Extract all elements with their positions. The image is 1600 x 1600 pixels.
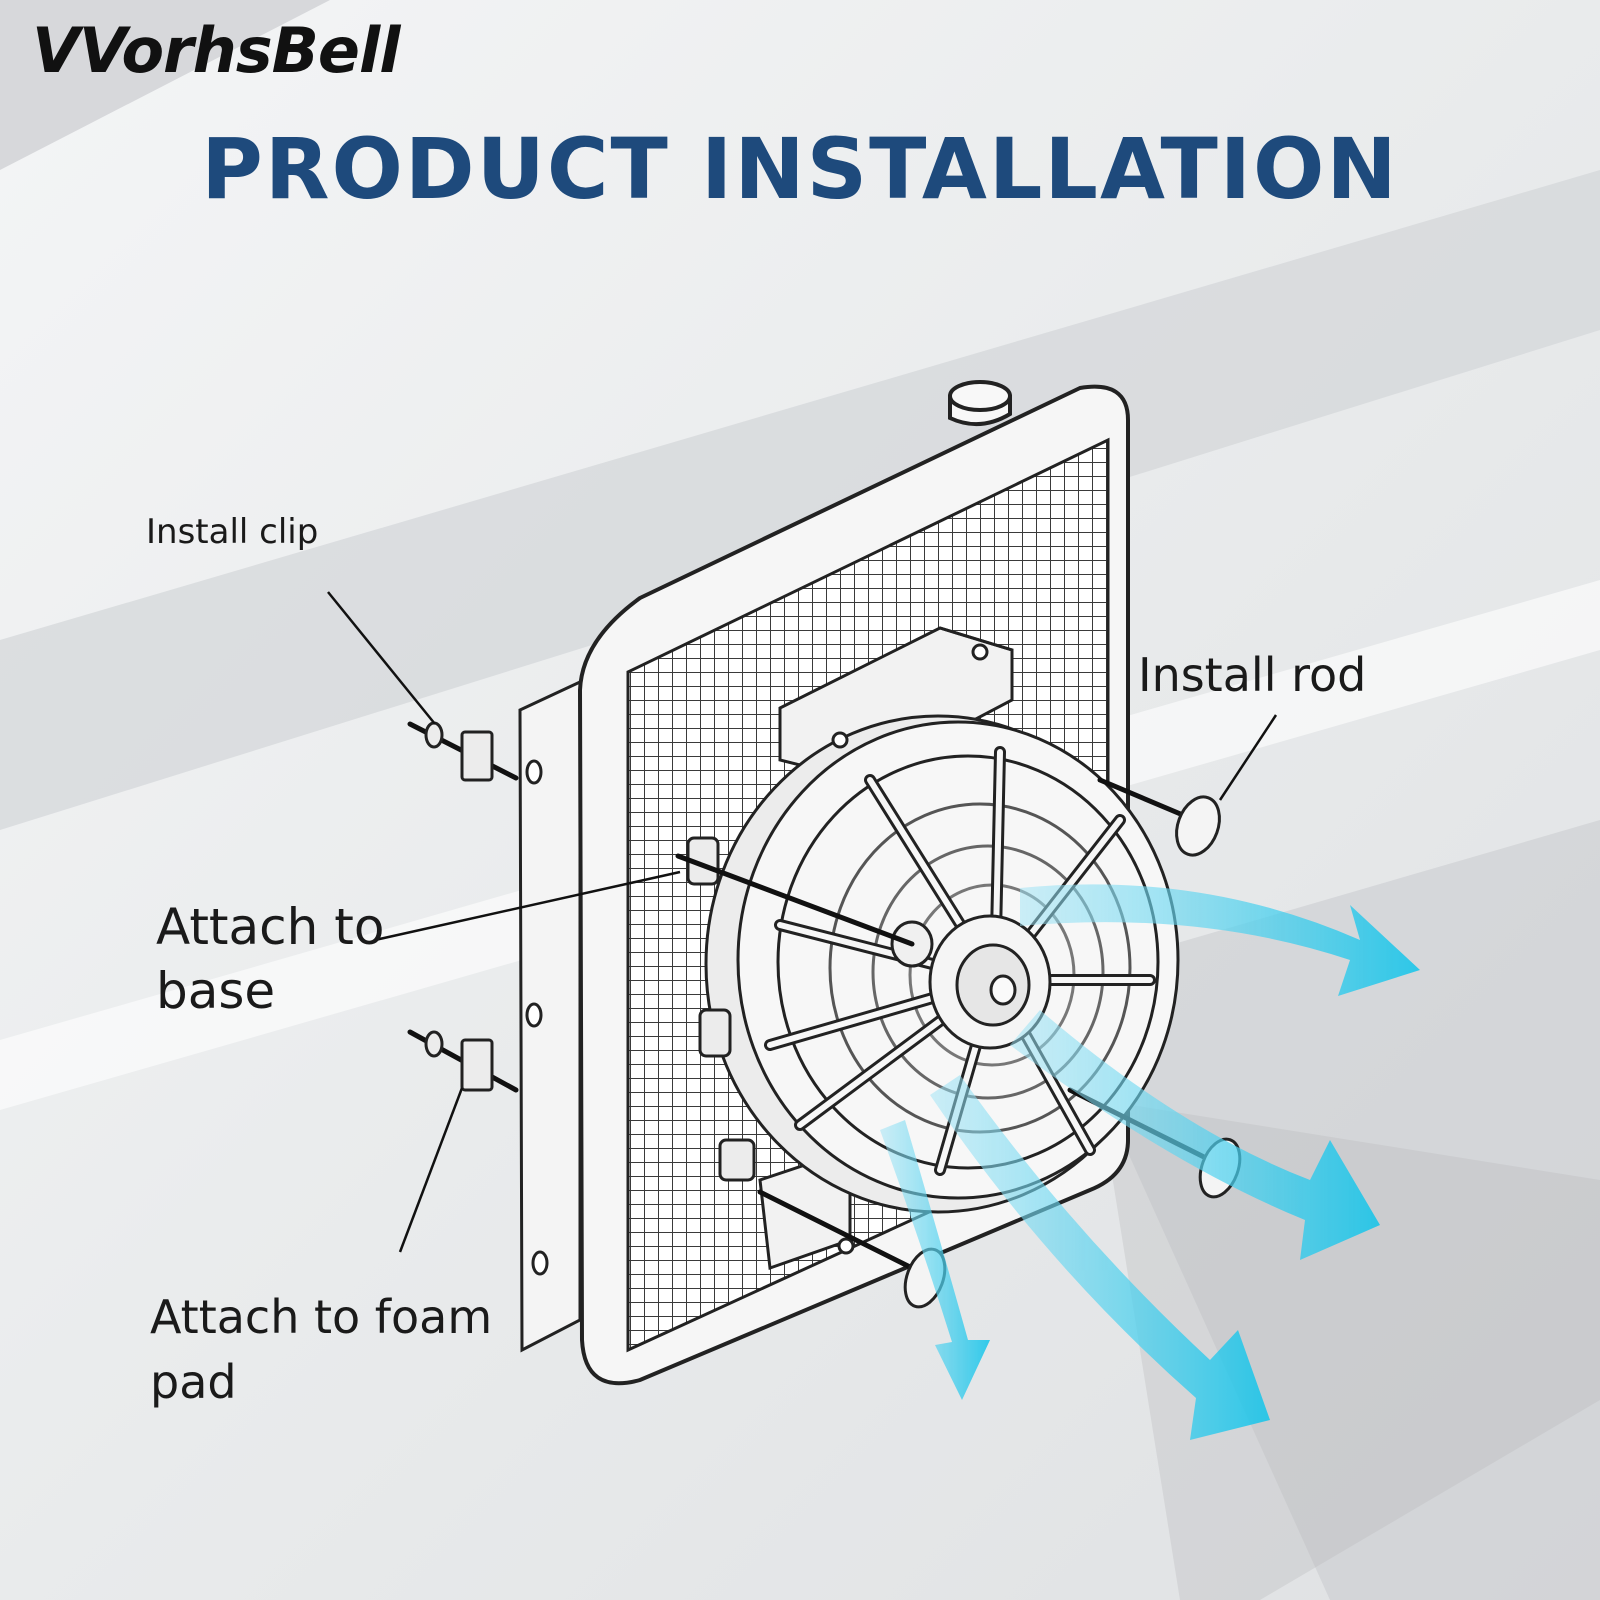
callout-install-rod: Install rod — [1138, 648, 1367, 702]
fan-hub — [890, 914, 1052, 1050]
callout-attach-to-foam-pad: Attach to foam pad — [150, 1290, 493, 1410]
airflow-arrow-icon — [1010, 1010, 1380, 1260]
shroud-clips — [686, 643, 989, 1255]
brand-logo: VVorhsBell — [32, 14, 400, 87]
install-clips — [424, 721, 494, 1092]
radiator-cap — [948, 380, 1012, 427]
callout-install-clip: Install clip — [146, 512, 319, 552]
airflow-arrow-icon — [930, 1075, 1270, 1440]
page-title: PRODUCT INSTALLATION — [201, 120, 1399, 218]
leader-lines — [327, 591, 1278, 1253]
callout-attach-to-base: Attach to base — [156, 898, 385, 1020]
airflow-arrows — [880, 884, 1420, 1440]
airflow-arrow-icon — [880, 1120, 990, 1400]
mounting-bracket — [518, 679, 582, 1353]
airflow-arrow-icon — [1020, 884, 1420, 996]
